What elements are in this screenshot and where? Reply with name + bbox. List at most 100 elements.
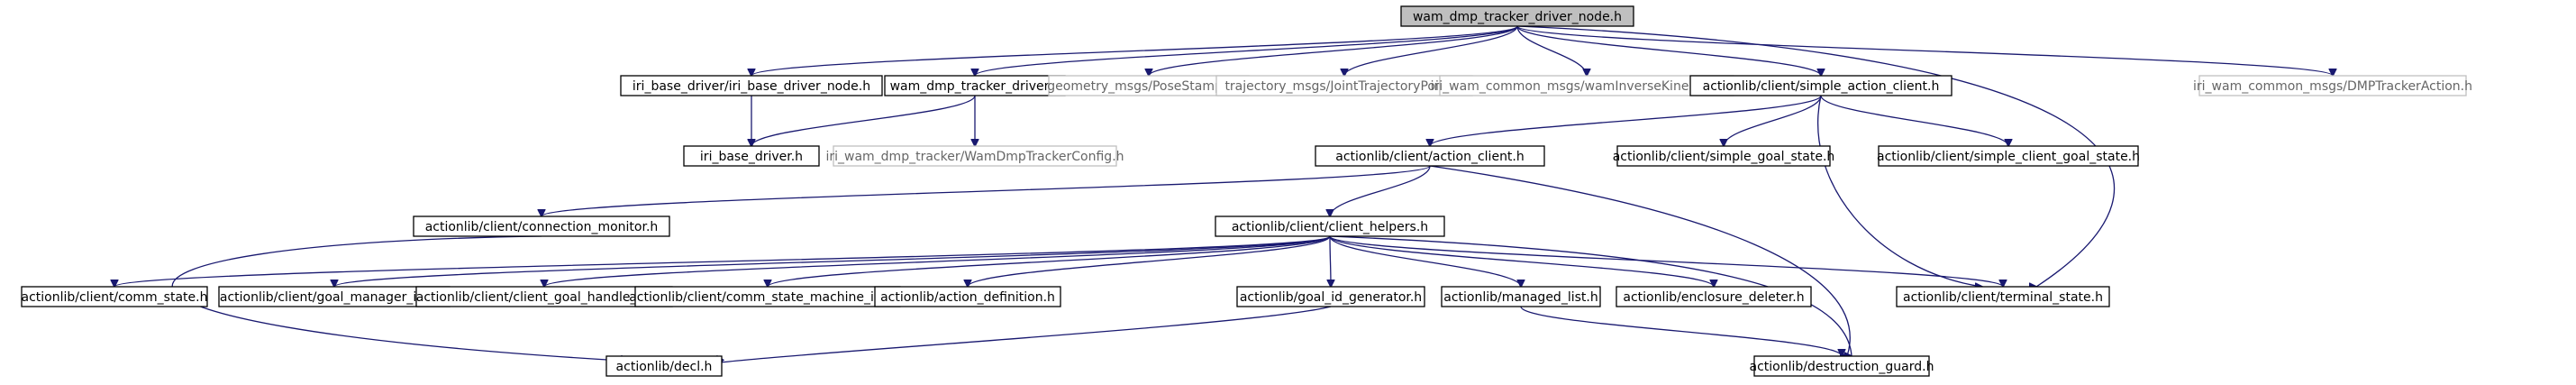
node-n9: iri_wam_dmp_tracker/WamDmpTrackerConfig.… (825, 145, 1124, 167)
node-label: iri_wam_common_msgs/DMPTrackerAction.h (2193, 79, 2472, 94)
node-n24[interactable]: actionlib/decl.h (605, 355, 723, 377)
edge-n10-to-n14 (1330, 165, 1431, 216)
node-n0[interactable]: wam_dmp_tracker_driver_node.h (1400, 5, 1634, 27)
node-n18[interactable]: actionlib/client/comm_state_machine_imp.… (629, 286, 906, 307)
node-box (1753, 355, 1930, 377)
edge-n10-to-n13 (542, 165, 1431, 216)
node-label: actionlib/client/client_goal_handle_imp.… (416, 290, 672, 305)
edge-n14-to-n23 (1329, 235, 2003, 287)
edge-n0-to-n7 (1516, 25, 2333, 76)
node-n22[interactable]: actionlib/enclosure_deleter.h (1616, 286, 1812, 307)
node-label: iri_base_driver.h (700, 150, 803, 164)
node-box (21, 286, 208, 307)
node-n19[interactable]: actionlib/action_definition.h (874, 286, 1061, 307)
node-n10[interactable]: actionlib/client/action_client.h (1315, 145, 1545, 167)
edge-n20-to-n24 (717, 306, 1332, 362)
node-n21[interactable]: actionlib/managed_list.h (1441, 286, 1601, 307)
node-box (1896, 286, 2110, 307)
node-box (605, 355, 723, 377)
node-n11[interactable]: actionlib/client/simple_goal_state.h (1613, 145, 1835, 167)
node-n5: iri_wam_common_msgs/wamInverseKinematics… (1431, 75, 1743, 96)
edge-n14-to-n16 (334, 235, 1331, 287)
node-n8[interactable]: iri_base_driver.h (683, 145, 820, 167)
node-n3: geometry_msgs/PoseStamped.h (1047, 75, 1251, 96)
edge-n0-to-n1 (751, 25, 1518, 76)
node-label: actionlib/decl.h (616, 360, 713, 374)
node-label: geometry_msgs/PoseStamped.h (1047, 79, 1250, 94)
edge-n10-to-n25 (1429, 165, 1850, 356)
node-n6[interactable]: actionlib/client/simple_action_client.h (1689, 75, 1952, 96)
node-box (874, 286, 1061, 307)
node-label: actionlib/client/simple_action_client.h (1703, 79, 1940, 94)
node-label: iri_wam_common_msgs/wamInverseKinematics… (1431, 79, 1743, 94)
node-n20[interactable]: actionlib/goal_id_generator.h (1236, 286, 1425, 307)
node-box (1400, 5, 1634, 27)
node-n14[interactable]: actionlib/client/client_helpers.h (1215, 215, 1445, 237)
node-label: actionlib/client/terminal_state.h (1903, 290, 2103, 305)
node-n16[interactable]: actionlib/client/goal_manager_imp.h (218, 286, 451, 307)
edge-n0-to-n6 (1516, 25, 1821, 76)
node-box (1215, 215, 1445, 237)
node-box (1878, 145, 2139, 167)
node-label: actionlib/client/comm_state.h (22, 290, 208, 305)
edge-n2-to-n8 (751, 95, 976, 146)
node-box (2198, 75, 2467, 96)
node-n17[interactable]: actionlib/client/client_goal_handle_imp.… (415, 286, 673, 307)
node-box (1689, 75, 1952, 96)
node-n23[interactable]: actionlib/client/terminal_state.h (1896, 286, 2110, 307)
node-label: actionlib/client/connection_monitor.h (425, 220, 659, 234)
node-box (1441, 286, 1601, 307)
node-label: iri_base_driver/iri_base_driver_node.h (633, 79, 870, 94)
node-label: actionlib/goal_id_generator.h (1240, 290, 1422, 305)
edge-n14-to-n21 (1329, 235, 1521, 287)
node-n15[interactable]: actionlib/client/comm_state.h (21, 286, 208, 307)
edge-n14-to-n25 (1329, 235, 1852, 356)
node-label: wam_dmp_tracker_driver_node.h (1413, 10, 1622, 24)
node-label: actionlib/destruction_guard.h (1750, 360, 1934, 374)
edges-layer (114, 25, 2333, 362)
node-label: iri_wam_dmp_tracker/WamDmpTrackerConfig.… (825, 150, 1124, 164)
edge-n21-to-n25 (1520, 306, 1842, 356)
node-box (1616, 286, 1812, 307)
node-box (833, 145, 1117, 167)
edge-n14-to-n18 (768, 235, 1331, 287)
node-label: actionlib/client/simple_goal_state.h (1613, 150, 1835, 164)
node-n2[interactable]: wam_dmp_tracker_driver.h (884, 75, 1066, 96)
node-box (413, 215, 670, 237)
node-n1[interactable]: iri_base_driver/iri_base_driver_node.h (620, 75, 883, 96)
node-label: actionlib/client/simple_client_goal_stat… (1877, 150, 2140, 164)
node-label: wam_dmp_tracker_driver.h (890, 79, 1060, 94)
edge-n0-to-n4 (1344, 25, 1518, 76)
node-n12[interactable]: actionlib/client/simple_client_goal_stat… (1877, 145, 2140, 167)
node-label: actionlib/client/action_client.h (1335, 150, 1525, 164)
edge-n0-to-n23 (1516, 25, 2116, 287)
node-label: actionlib/enclosure_deleter.h (1623, 290, 1804, 305)
edge-n14-to-n20 (1330, 235, 1331, 287)
node-label: actionlib/managed_list.h (1443, 290, 1597, 305)
edge-n6-to-n11 (1724, 95, 1822, 146)
edge-n14-to-n19 (968, 235, 1331, 287)
nodes-layer: wam_dmp_tracker_driver_node.h iri_base_dr… (21, 5, 2472, 377)
edge-n14-to-n17 (544, 235, 1331, 287)
edge-n14-to-n15 (114, 235, 1331, 287)
node-box (683, 145, 820, 167)
node-box (1616, 145, 1831, 167)
edge-n0-to-n2 (975, 25, 1518, 76)
node-label: actionlib/client/comm_state_machine_imp.… (629, 290, 906, 305)
edge-n6-to-n23 (1817, 95, 1982, 287)
edge-n0-to-n3 (1149, 25, 1518, 76)
node-n7: iri_wam_common_msgs/DMPTrackerAction.h (2193, 75, 2472, 96)
node-label: actionlib/client/client_helpers.h (1232, 220, 1428, 234)
edge-n14-to-n22 (1329, 235, 1714, 287)
edge-n6-to-n10 (1430, 95, 1822, 146)
node-label: actionlib/client/goal_manager_imp.h (220, 290, 449, 305)
node-label: actionlib/action_definition.h (880, 290, 1055, 305)
edge-n0-to-n5 (1516, 25, 1587, 76)
node-label: trajectory_msgs/JointTrajectoryPoint.h (1224, 79, 1463, 94)
node-box (1315, 145, 1545, 167)
node-n13[interactable]: actionlib/client/connection_monitor.h (413, 215, 670, 237)
node-box (620, 75, 883, 96)
node-n25[interactable]: actionlib/destruction_guard.h (1750, 355, 1934, 377)
edge-n6-to-n12 (1820, 95, 2008, 146)
